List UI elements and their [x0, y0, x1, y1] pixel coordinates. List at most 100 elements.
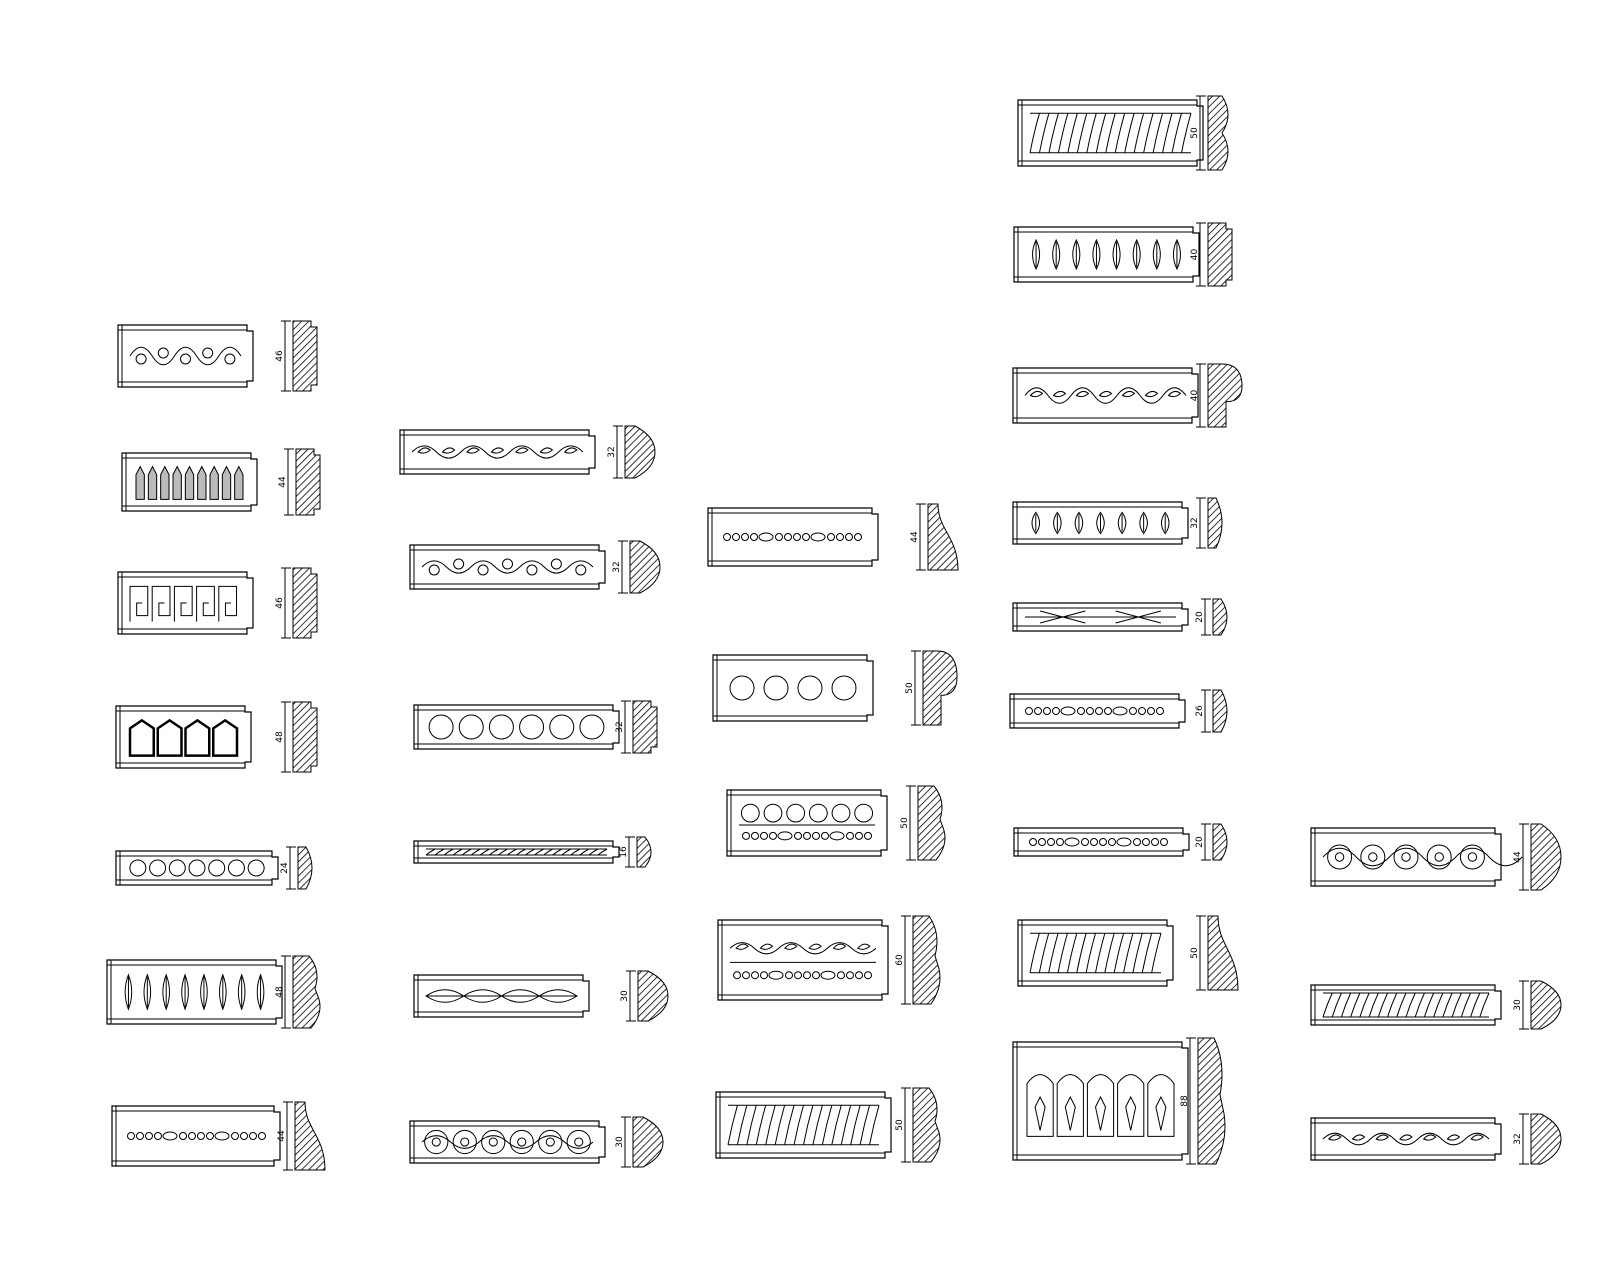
moulding-elevation	[1012, 1041, 1189, 1161]
section-profile	[1530, 980, 1562, 1030]
height-dimension-label: 32	[615, 721, 625, 732]
section-profile	[917, 785, 946, 861]
ornament-acanthus-leaf	[425, 989, 578, 1003]
height-dimension-label: 48	[275, 986, 285, 998]
height-dimension-label: 32	[1513, 1133, 1523, 1144]
moulding-vine-scroll: 46	[117, 320, 318, 392]
ornament-rope-ogee	[1029, 112, 1192, 154]
ornament-pointed-arch-panels	[135, 465, 244, 500]
ornament-circle	[763, 803, 783, 823]
ornament-circle	[1393, 844, 1419, 870]
moulding-pendant-leaf: 40	[1013, 222, 1233, 287]
ornament-rope	[425, 848, 608, 856]
height-dimension-label: 26	[1195, 705, 1205, 717]
section-profile	[1207, 95, 1229, 171]
moulding-pointed-arch-panels: 44	[121, 448, 321, 516]
moulding-elevation	[1009, 693, 1186, 729]
moulding-elevation	[117, 324, 254, 388]
section-profile	[292, 567, 318, 639]
ornament-pendant-leaf	[1032, 238, 1181, 271]
moulding-elevation	[717, 919, 889, 1001]
height-dimension-label: 30	[615, 1136, 625, 1148]
ornament-bead-reel-ogee	[127, 1131, 266, 1141]
section-profile	[1212, 823, 1228, 861]
moulding-elevation	[1310, 984, 1502, 1026]
ornament-circle	[208, 859, 226, 877]
section-profile	[624, 425, 656, 479]
ornament-guilloche	[421, 1129, 594, 1155]
height-dimension-label: 60	[895, 954, 905, 966]
moulding-anthemion: 32	[1012, 497, 1223, 549]
section-profile	[294, 1101, 326, 1171]
moulding-rope-ogee: 50	[715, 1087, 941, 1163]
ornament-bead-reel-ogee	[723, 532, 862, 542]
ornament-rope	[1322, 992, 1490, 1018]
ornament-laurel-band	[1322, 1132, 1490, 1146]
section-profile	[1530, 823, 1562, 891]
section-profile	[292, 955, 321, 1029]
section-profile	[632, 700, 658, 754]
ornament-circle	[458, 714, 484, 740]
height-dimension-label: 40	[1190, 390, 1200, 402]
ornament-vine-scroll	[129, 346, 242, 366]
section-profile	[922, 650, 958, 726]
height-dimension-label: 44	[278, 476, 288, 488]
ornament-circle	[549, 714, 575, 740]
ornament-circle	[488, 714, 514, 740]
ornament-bead-reel	[1029, 837, 1168, 847]
section-profile	[636, 836, 652, 868]
height-dimension-label: 46	[275, 350, 285, 362]
ornament-rope-ogee	[1029, 932, 1162, 974]
moulding-circles-bead-reel: 50	[726, 785, 946, 861]
ornament-circles-bead-reel	[739, 803, 875, 841]
ornament-arched-niche	[1026, 1074, 1175, 1137]
height-dimension-label: 32	[1190, 517, 1200, 528]
ornament-floral-vine	[411, 445, 584, 459]
moulding-laurel-band: 32	[1310, 1113, 1562, 1165]
ornament-circle	[247, 859, 265, 877]
section-profile	[1207, 222, 1233, 287]
moulding-elevation	[715, 1091, 892, 1159]
ornament-bead-reel	[1025, 706, 1164, 716]
moulding-floral-vine: 32	[399, 425, 656, 479]
ornament-laurel-band	[1024, 387, 1187, 404]
moulding-rope: 16	[413, 836, 652, 868]
moulding-elevation	[115, 850, 279, 886]
ornament-rope-ogee	[727, 1104, 880, 1146]
moulding-gothic-arch: 48	[115, 701, 318, 773]
ornament-circle	[1459, 844, 1485, 870]
height-dimension-label: 20	[1195, 836, 1205, 848]
height-dimension-label: 46	[275, 597, 285, 609]
section-profile	[1212, 689, 1228, 733]
ornament-gothic-arch	[128, 718, 239, 757]
height-dimension-label: 44	[277, 1130, 287, 1142]
moulding-guilloche: 30	[409, 1116, 664, 1168]
ornament-circle	[424, 1129, 449, 1155]
ornament-egg-row	[428, 714, 605, 740]
moulding-elevation	[1017, 919, 1174, 987]
height-dimension-label: 44	[910, 531, 920, 543]
height-dimension-label: 50	[895, 1119, 905, 1131]
moulding-large-circles-rope: 50	[712, 650, 958, 726]
height-dimension-label: 24	[280, 862, 290, 874]
section-profile	[912, 1087, 941, 1163]
ornament-circle	[1426, 844, 1452, 870]
moulding-elevation	[409, 544, 606, 590]
section-profile	[912, 915, 941, 1005]
moulding-bead-reel: 26	[1009, 689, 1228, 733]
ornament-rosette-scroll	[421, 558, 594, 576]
moulding-elevation	[726, 789, 888, 857]
ornament-leaf-and-dart	[124, 973, 265, 1011]
moulding-rope: 30	[1310, 980, 1562, 1030]
ornament-circle	[740, 803, 760, 823]
moulding-elevation	[1310, 827, 1502, 887]
ornament-circle	[1360, 844, 1386, 870]
height-dimension-label: 44	[1513, 851, 1523, 863]
ornament-bead-circles	[129, 859, 265, 877]
ornament-circle	[763, 675, 789, 701]
ornament-circle	[227, 859, 245, 877]
section-profile	[1207, 915, 1239, 991]
moulding-elevation	[413, 704, 620, 750]
ornament-circle	[786, 803, 806, 823]
section-profile	[927, 503, 959, 571]
